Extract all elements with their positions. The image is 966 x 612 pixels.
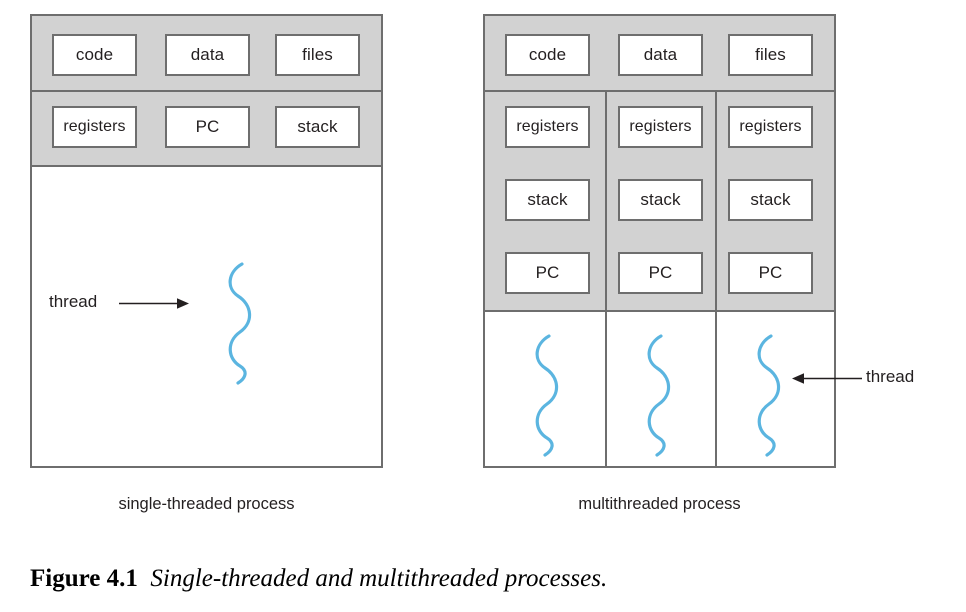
single-thread-squiggle-icon [228,262,252,385]
multi-column-divider-1 [605,92,607,466]
multi-col3-cell-registers: registers [728,106,813,148]
single-band-divider-bottom [32,165,381,167]
multi-thread-squiggle-icon-2 [647,334,671,457]
multi-cell-files: files [728,34,813,76]
multi-col2-cell-stack: stack [618,179,703,221]
multi-col3-cell-stack: stack [728,179,813,221]
multi-cell-code: code [505,34,590,76]
multi-col2-cell-registers: registers [618,106,703,148]
single-cell-stack: stack [275,106,360,148]
multi-col1-cell-pc: PC [505,252,590,294]
single-cell-files: files [275,34,360,76]
single-band-divider-top [32,90,381,92]
figure-caption-label: Figure 4.1 [30,565,138,592]
single-cell-registers: registers [52,106,137,148]
multi-thread-squiggle-icon-3 [757,334,781,457]
multithreaded-caption: multithreaded process [578,495,741,513]
single-cell-code: code [52,34,137,76]
single-thread-pointer-label: thread [49,292,98,311]
figure-caption: Figure 4.1 Single-threaded and multithre… [30,565,607,593]
multi-column-divider-2 [715,92,717,466]
single-threaded-caption: single-threaded process [118,495,295,513]
single-cell-data: data [165,34,250,76]
multi-col1-cell-registers: registers [505,106,590,148]
figure-caption-text: Single-threaded and multithreaded proces… [150,565,608,592]
multi-col3-cell-pc: PC [728,252,813,294]
single-cell-pc: PC [165,106,250,148]
multi-col2-cell-pc: PC [618,252,703,294]
multithreaded-process-box: code data files registers stack PC regis… [483,14,836,468]
multi-band-divider-bottom [485,310,834,312]
multi-band-divider-top [485,90,834,92]
single-threaded-process-box: code data files registers PC stack [30,14,383,468]
multi-cell-data: data [618,34,703,76]
multi-col1-cell-stack: stack [505,179,590,221]
multi-thread-pointer-label: thread [866,367,915,386]
multi-thread-squiggle-icon-1 [535,334,559,457]
